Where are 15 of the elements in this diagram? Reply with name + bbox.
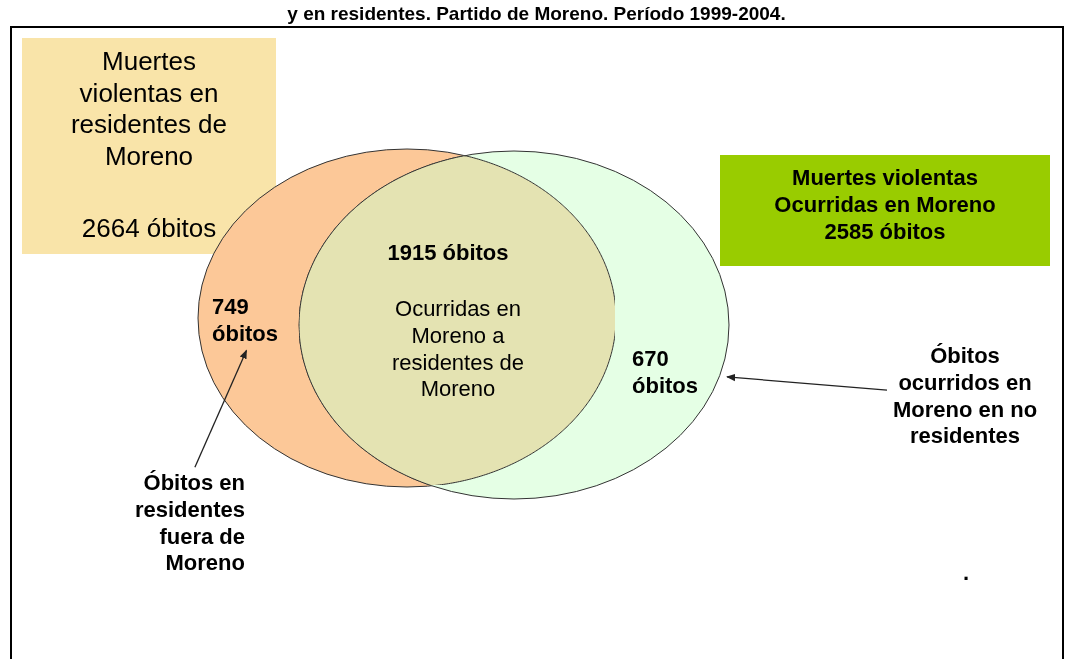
title-box [720,155,1050,266]
arrow [726,373,888,391]
box-heading: Muertes violentas Ocurridas en Moreno 2585 óbitos [773,165,997,246]
count-label: 2664 óbitos [80,213,218,245]
region-description: Ocurridas en Moreno a residentes de Moreno [390,296,526,404]
diagram-title: y en residentes. Partido de Moreno. Período 1999-2004. [286,3,787,25]
count-label: 1915 óbitos [386,240,510,267]
stray-mark: . [963,560,970,586]
count-label: 670 óbitos [632,346,699,400]
annotation-text: Óbitos ocurridos en Moreno en no residentes [891,343,1039,451]
annotation-text: Óbitos en residentes fuera de Moreno [133,470,245,578]
arrow [194,349,248,468]
box-heading: Muertes violentas en residentes de Moreno [69,46,229,173]
title-box [22,38,276,254]
count-label: 749 óbitos [212,294,279,348]
